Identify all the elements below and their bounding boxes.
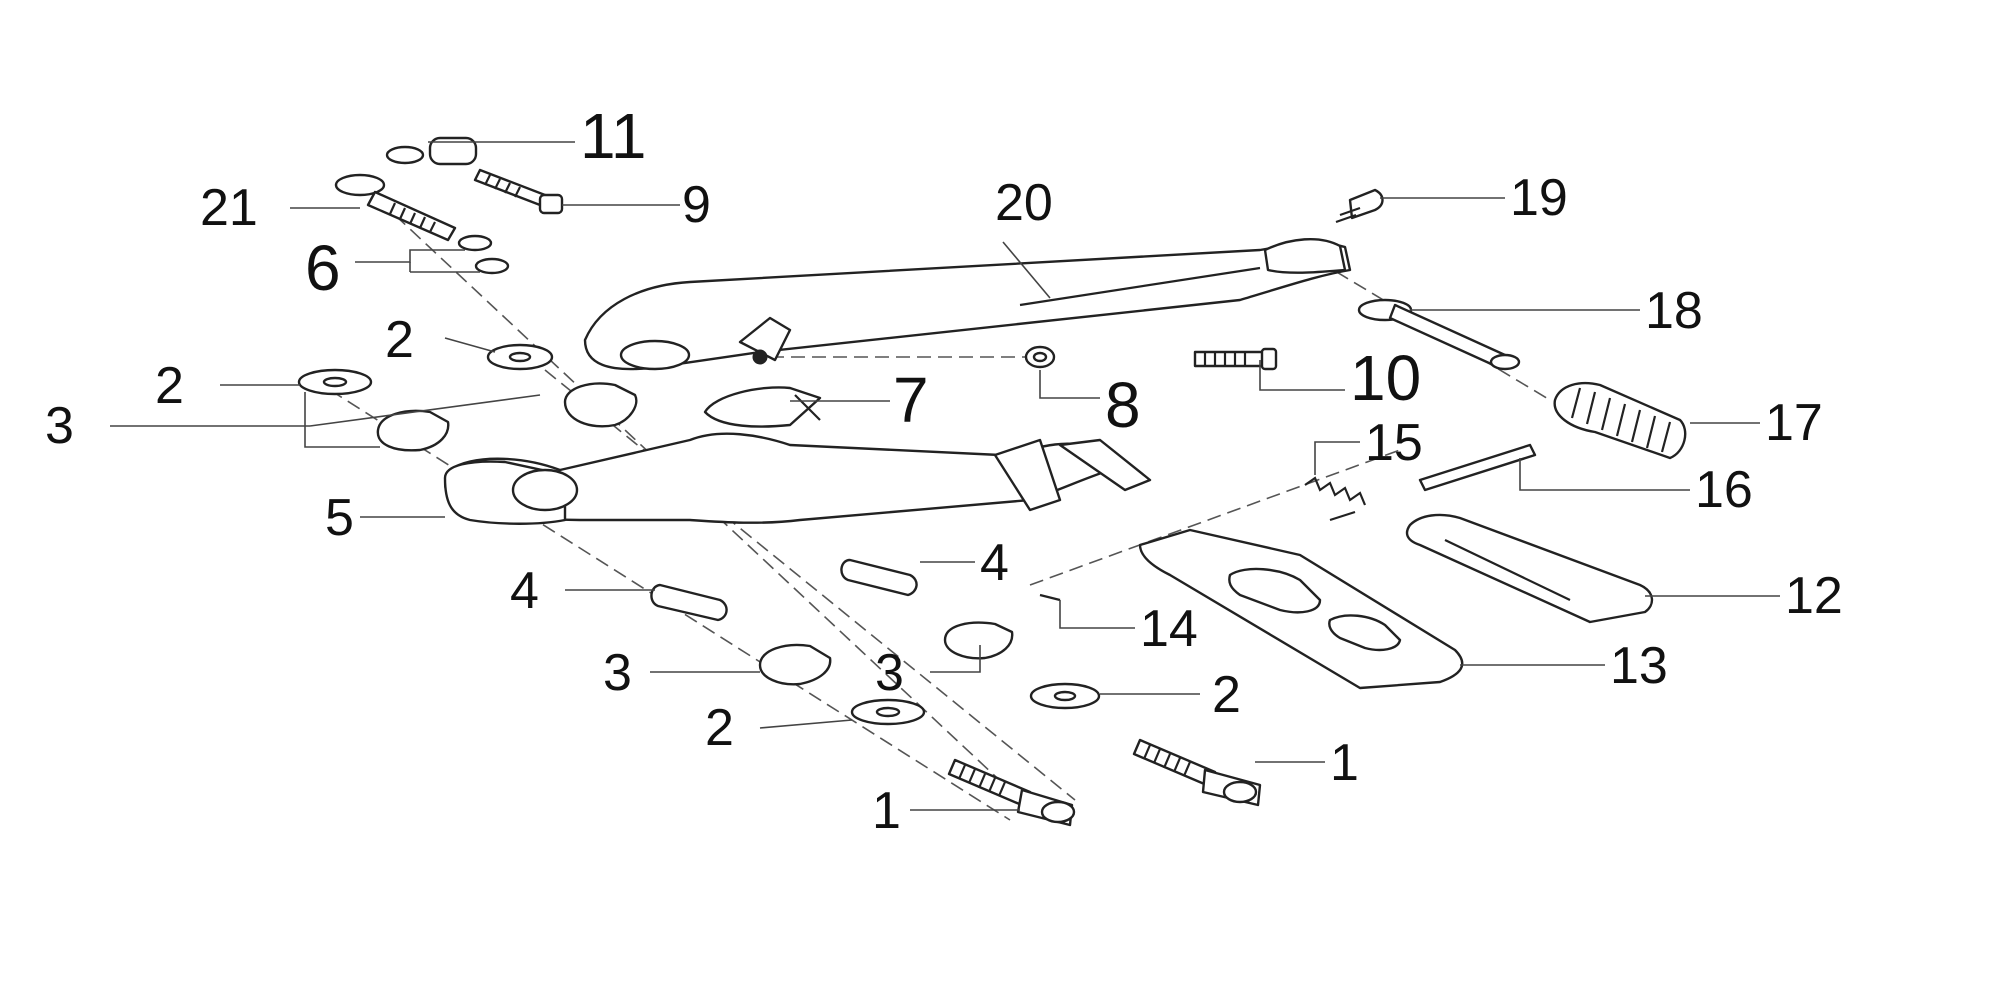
callout-labels: 11 9 21 6 20 19 18 17 16 15 12 13 14 10 … [45, 100, 1843, 840]
callout-7: 7 [893, 364, 929, 436]
washer-2-upper [486, 343, 554, 371]
leader-lines [110, 141, 1780, 811]
callout-13: 13 [1610, 637, 1668, 695]
callout-9: 9 [682, 176, 711, 234]
callout-19: 19 [1510, 169, 1568, 227]
callout-14: 14 [1140, 600, 1198, 658]
callout-11: 11 [580, 100, 646, 172]
footrest-plate-13 [1138, 528, 1464, 690]
bolt-9 [473, 168, 564, 215]
callout-2-lower-left: 2 [705, 699, 734, 757]
callout-12: 12 [1785, 567, 1843, 625]
bolt-1-right [1132, 738, 1262, 807]
callout-3-left: 3 [45, 397, 74, 455]
pin-16 [1418, 443, 1537, 492]
bushing-3-left [376, 409, 450, 452]
bolt-10 [1193, 347, 1278, 371]
nut-11 [385, 136, 478, 166]
bolt-21 [334, 173, 457, 242]
nut-8 [1024, 345, 1056, 369]
callout-18: 18 [1645, 282, 1703, 340]
spacer-4-left [650, 583, 728, 622]
bolt-1-left [947, 758, 1076, 827]
pedal-arm-20 [583, 237, 1352, 371]
footpeg-rubber-17 [1553, 381, 1687, 460]
callout-1-right: 1 [1330, 734, 1359, 792]
washer-2-lower-right [1029, 682, 1101, 710]
callout-4-left: 4 [510, 562, 539, 620]
callout-2-lower-right: 2 [1212, 666, 1241, 724]
spring-15 [1304, 476, 1367, 522]
callout-3-lower-right: 3 [875, 644, 904, 702]
clip-7 [703, 386, 822, 428]
callout-16: 16 [1695, 461, 1753, 519]
callout-3-lower-left: 3 [603, 644, 632, 702]
callout-2-left: 2 [155, 357, 184, 415]
washer-2-lower-left [850, 698, 926, 726]
callout-17: 17 [1765, 394, 1823, 452]
callout-20: 20 [995, 174, 1053, 232]
washers-6 [457, 234, 510, 275]
callout-15: 15 [1365, 414, 1423, 472]
pin-14 [1039, 593, 1061, 602]
bushing-3-upper [563, 382, 638, 428]
callout-1-left: 1 [872, 782, 901, 840]
callout-4-right: 4 [980, 534, 1009, 592]
pin-18 [1357, 298, 1521, 371]
bushing-3-lower-right [943, 621, 1014, 660]
callout-8: 8 [1105, 369, 1141, 441]
callout-2-upper: 2 [385, 311, 414, 369]
bushing-3-lower-left [758, 643, 832, 686]
callout-6: 6 [305, 232, 341, 304]
bolt-19 [1335, 188, 1384, 224]
washer-2-left [297, 368, 373, 396]
callout-21: 21 [200, 179, 258, 237]
pedal-bracket-5 [443, 432, 1152, 525]
callout-5: 5 [325, 489, 354, 547]
spacer-4-right [840, 558, 918, 597]
callout-10: 10 [1350, 342, 1421, 414]
rubber-pad-12 [1405, 513, 1654, 624]
